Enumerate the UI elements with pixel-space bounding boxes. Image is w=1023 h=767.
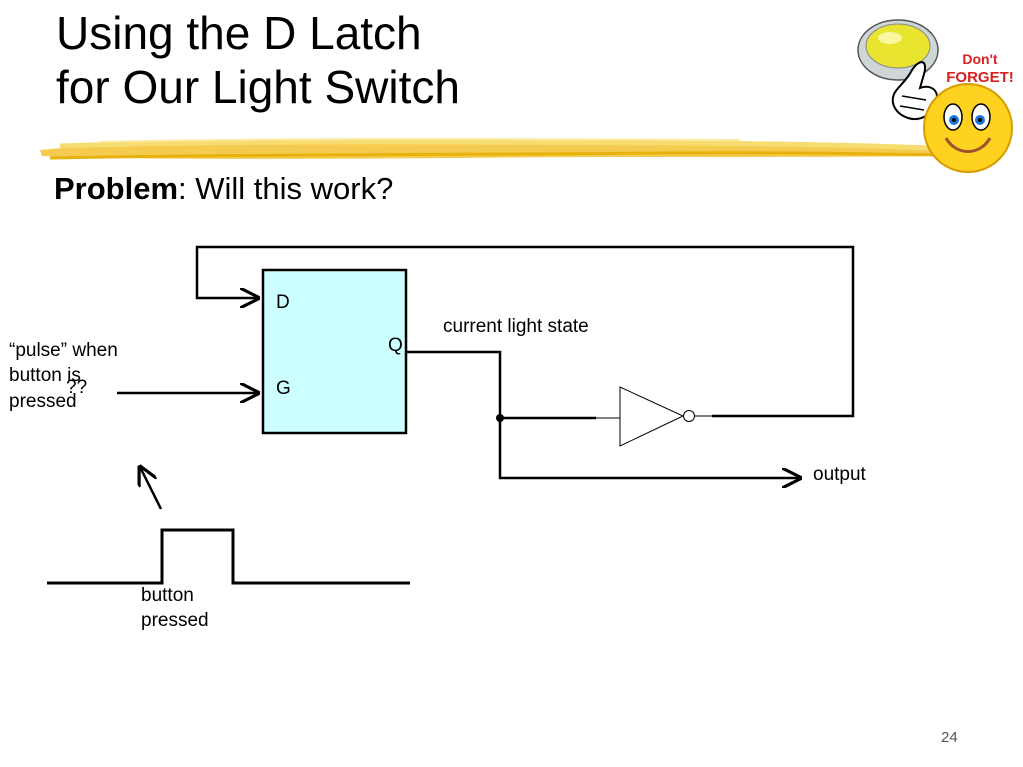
- output-label: output: [813, 464, 866, 485]
- pulse-pointer-arrow: [140, 467, 163, 510]
- current-light-state-label: current light state: [443, 316, 589, 337]
- problem-question: : Will this work?: [178, 171, 394, 206]
- pulse-label-line-2: button is: [9, 365, 81, 386]
- problem-label: Problem: [54, 171, 179, 206]
- inverter-gate: [619, 386, 685, 447]
- slide-title: Using the D Latch for Our Light Switch: [56, 6, 460, 114]
- pulse-waveform: [47, 528, 410, 585]
- page-number: 24: [941, 729, 958, 746]
- title-underline-brush-stroke: [40, 138, 940, 160]
- latch-d-label: D: [276, 292, 290, 313]
- dont-forget-smiley-icon: Don't FORGET!: [857, 19, 1014, 173]
- slide-title-line-2: for Our Light Switch: [56, 61, 460, 113]
- problem-statement: Problem: Will this work?: [54, 170, 393, 208]
- feedback-wire: [195, 245, 855, 418]
- inverter-bubble: [683, 410, 695, 422]
- slide-title-line-1: Using the D Latch: [56, 7, 422, 59]
- button-pressed-label-line-2: pressed: [141, 610, 209, 631]
- latch-g-label: G: [276, 378, 291, 399]
- dont-forget-caption-line-1: Don't: [962, 51, 998, 67]
- latch-q-label: Q: [388, 335, 403, 356]
- pulse-label-line-3: pressed: [9, 391, 77, 412]
- pulse-label-line-1: “pulse” when: [9, 340, 118, 361]
- button-pressed-label-line-1: button: [141, 585, 194, 606]
- unknown-connection-label: ??: [66, 377, 88, 398]
- dont-forget-caption-line-2: FORGET!: [946, 69, 1014, 86]
